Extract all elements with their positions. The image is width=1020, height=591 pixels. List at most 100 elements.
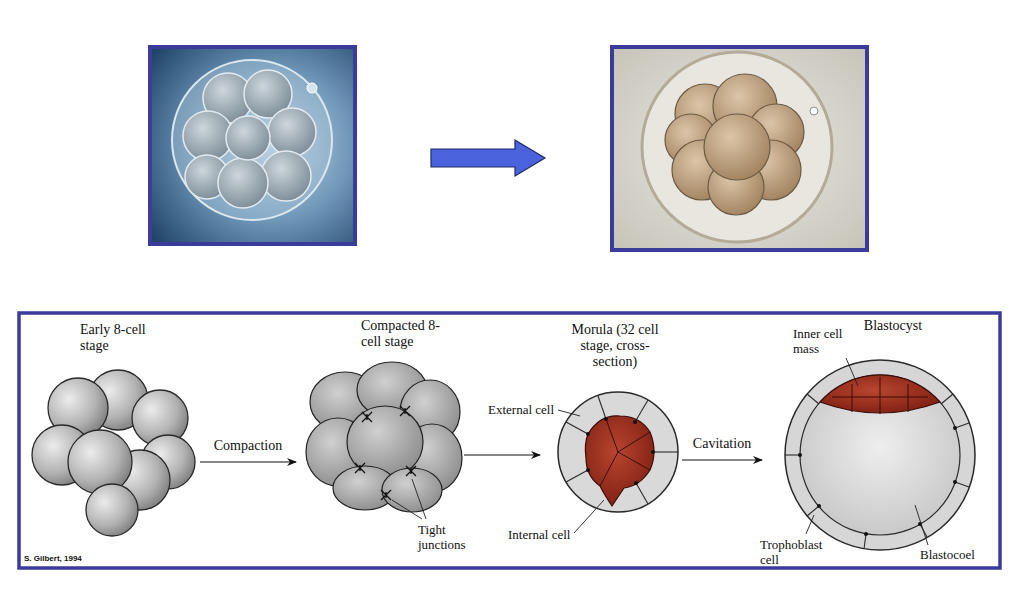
photo-morula-part	[612, 47, 867, 250]
stage-arrow	[464, 454, 540, 455]
leader-line-part	[915, 505, 928, 545]
blastocyst-drawing-part-part	[785, 454, 800, 455]
process-label: Cavitation	[691, 436, 753, 452]
blastocyst-drawing-part-part	[955, 482, 969, 487]
early-8-cell-drawing-part	[68, 430, 132, 494]
blastocyst-drawing-part	[798, 426, 957, 536]
stage-heading: Blastocyst	[843, 318, 943, 334]
blastocyst-drawing-part-part	[880, 377, 881, 414]
stage-heading: Morula (32 cell stage, cross-section)	[565, 322, 665, 370]
stage-arrow	[200, 461, 296, 462]
stage-box: Compacted 8-cell stage	[296, 318, 464, 518]
tight-junction-marks	[355, 406, 416, 500]
photo-morula	[612, 47, 867, 250]
blastocyst-drawing-part	[800, 375, 960, 535]
panel-frame	[19, 313, 1000, 568]
early-8-cell-drawing-part	[86, 484, 138, 536]
leader-line-part	[574, 500, 604, 533]
photo-8-cell	[150, 47, 355, 244]
photo-morula-part	[642, 52, 832, 242]
morula-drawing-part-part	[635, 400, 648, 422]
photo-8-cell-part	[268, 108, 316, 156]
tight-junction-marks-part	[362, 412, 372, 422]
blastocyst-drawing-part-part	[807, 394, 819, 404]
morula-drawing-part-part	[598, 396, 606, 419]
compacted-8-cell-drawing-part	[347, 406, 423, 478]
stage-box: Morula (32 cell stage, cross-section)	[540, 322, 682, 522]
blastocyst-drawing-part-part	[864, 534, 866, 549]
blastocyst-drawing-part-part	[955, 423, 969, 428]
leader-line-part	[806, 515, 814, 534]
morula-drawing-part-part	[604, 417, 608, 421]
morula-drawing-part	[566, 396, 678, 504]
blastocyst-drawing-part-part	[832, 397, 928, 398]
morula-drawing-part-part	[634, 481, 638, 485]
leader-line-part	[392, 500, 422, 519]
photo-morula-part	[704, 114, 770, 180]
leader-line-part	[846, 358, 858, 386]
morula-drawing-part-part	[586, 432, 590, 436]
leader-line-part	[558, 410, 580, 416]
blastocyst-drawing-part	[832, 377, 928, 414]
stage-heading: Early 8-cell stage	[80, 322, 160, 354]
blastocyst-drawing-part-part	[852, 384, 853, 412]
stage-arrow	[682, 459, 762, 460]
process-label: Compaction	[212, 438, 284, 454]
stage-box: Early 8-cell stage	[30, 322, 200, 537]
morula-drawing-part	[586, 417, 655, 485]
blastocyst-drawing-part-part	[864, 532, 868, 536]
photo-morula-part	[810, 107, 818, 115]
stage-heading: Compacted 8-cell stage	[361, 318, 447, 350]
compacted-8-cell-drawing-part	[382, 468, 442, 512]
morula-drawing-part-part	[566, 422, 588, 434]
part-label: Trophoblast cell	[760, 537, 840, 567]
blastocyst-drawing-part-part	[817, 504, 821, 508]
leader-line	[806, 358, 928, 545]
morula-drawing	[558, 392, 678, 512]
blastocyst-drawing	[785, 360, 975, 550]
morula-drawing-part-part	[566, 470, 588, 482]
blastocyst-drawing-part-part	[807, 506, 819, 516]
part-label: Internal cell	[508, 527, 570, 542]
photo-8-cell-part	[172, 60, 332, 220]
photo-8-cell-part	[307, 83, 317, 93]
morula-drawing-part	[600, 419, 650, 486]
part-label: Blastocoel	[920, 547, 975, 562]
tight-junction-marks-part	[355, 463, 365, 473]
tight-junction-marks-part	[400, 406, 410, 416]
photo-8-cell-part	[150, 47, 355, 244]
blastocyst-drawing-part-part	[908, 384, 909, 412]
morula-drawing-part	[558, 392, 678, 512]
tight-junction-marks-part	[406, 466, 416, 476]
part-label: Tight junctions	[418, 522, 480, 552]
connector-group	[200, 455, 762, 462]
progress-arrow	[431, 140, 545, 176]
photo-8-cell-part	[218, 158, 268, 208]
morula-drawing-part-part	[653, 451, 678, 452]
leader-line	[558, 410, 604, 533]
morula-drawing-part-part	[586, 468, 590, 472]
leader-line-part	[412, 479, 426, 519]
morula-drawing-part-part	[651, 450, 655, 454]
compacted-8-cell-drawing	[306, 362, 462, 512]
blastocyst-drawing-part-part	[941, 394, 953, 404]
morula-drawing-part-part	[633, 420, 637, 424]
morula-drawing-part	[585, 416, 654, 506]
tight-junction-marks-part	[381, 490, 391, 500]
photo-8-cell-part	[226, 116, 270, 160]
blastocyst-drawing-part-part	[953, 426, 957, 430]
photo-8-cell-part	[261, 151, 311, 201]
blastocyst-drawing-part-part	[953, 480, 957, 484]
part-label: External cell	[488, 402, 554, 417]
blastocyst-drawing-part-part	[798, 453, 802, 457]
blastocyst-drawing-part	[820, 375, 940, 413]
leader-line	[392, 479, 426, 519]
morula-drawing-part-part	[636, 483, 648, 504]
credit-note: S. Gilbert, 1994	[24, 553, 82, 564]
early-8-cell-drawing	[32, 370, 195, 536]
part-label: Inner cell mass	[793, 326, 855, 356]
blastocyst-drawing-part	[785, 394, 969, 549]
